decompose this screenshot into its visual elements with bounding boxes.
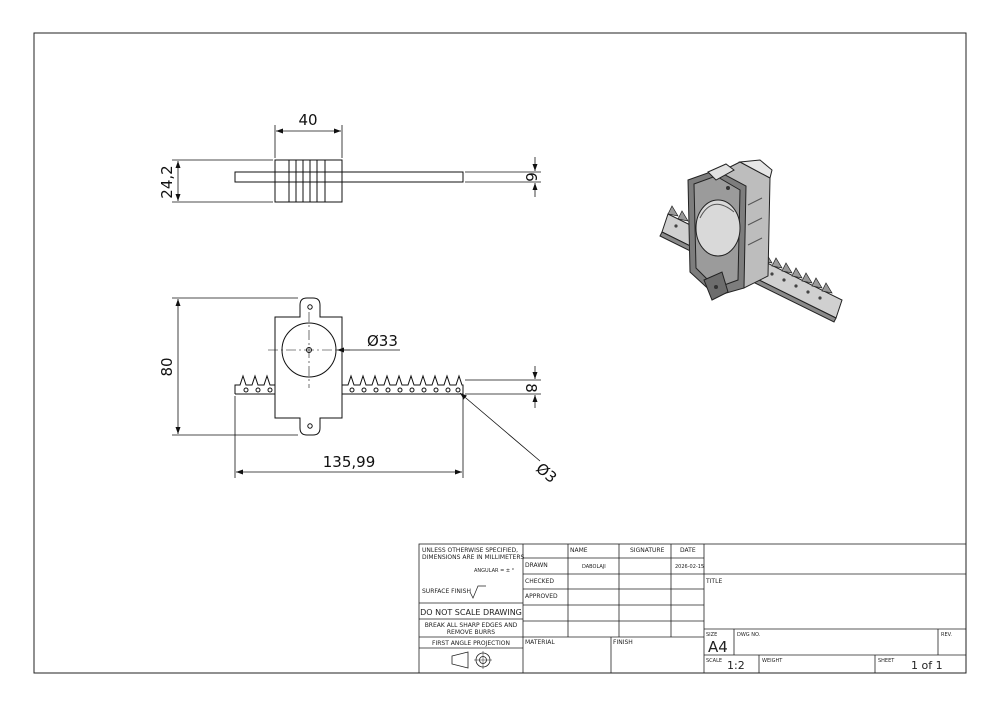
tb-break-edges-line1: BREAK ALL SHARP EDGES AND xyxy=(425,622,518,629)
tb-scale-value: 1:2 xyxy=(727,659,745,672)
isometric-view xyxy=(659,159,843,323)
tb-sheet-label: SHEET xyxy=(878,658,895,664)
front-view xyxy=(234,297,464,436)
tb-row-checked: CHECKED xyxy=(525,578,554,585)
tb-material: MATERIAL xyxy=(525,639,555,646)
dimension-height-top xyxy=(172,159,273,203)
dim-rack-height-label: 8 xyxy=(522,383,540,393)
title-block-text: UNLESS OTHERWISE SPECIFIED, DIMENSIONS A… xyxy=(420,547,952,672)
tb-row-approved: APPROVED xyxy=(525,593,558,600)
surface-finish-symbol xyxy=(469,585,486,599)
tb-note-line1: UNLESS OTHERWISE SPECIFIED, xyxy=(422,547,518,554)
dimension-rack-thickness xyxy=(465,157,541,197)
housing-front-outline xyxy=(274,297,343,436)
tb-col-signature: SIGNATURE xyxy=(630,547,665,554)
tb-projection: FIRST ANGLE PROJECTION xyxy=(432,640,510,647)
dim-height-front-label: 80 xyxy=(158,357,176,376)
dim-rack-thickness-label: 6 xyxy=(522,172,540,182)
tb-size-value: A4 xyxy=(708,638,728,656)
dimension-rack-length xyxy=(234,396,464,478)
tb-col-name: NAME xyxy=(570,547,588,554)
rack-top-outline xyxy=(234,171,464,183)
tb-surface-finish: SURFACE FINISH xyxy=(422,588,471,595)
tb-drawn-date: 2026-02-15 xyxy=(675,564,704,570)
dimension-rack-height xyxy=(465,366,541,408)
tb-sheet-value: 1 of 1 xyxy=(911,659,943,672)
tb-row-drawn: DRAWN xyxy=(525,562,548,569)
tb-break-edges-line2: REMOVE BURRS xyxy=(447,629,495,636)
tb-col-date: DATE xyxy=(680,547,696,554)
projection-symbol xyxy=(451,651,492,669)
title-block xyxy=(418,543,967,674)
dim-rack-length-label: 135,99 xyxy=(323,453,376,471)
tb-do-not-scale: DO NOT SCALE DRAWING xyxy=(420,608,522,617)
tb-note-line2: DIMENSIONS ARE IN MILLIMETERS xyxy=(422,554,524,561)
dimension-width-top xyxy=(274,125,343,158)
tb-title-label: TITLE xyxy=(705,578,722,585)
tb-scale-label: SCALE xyxy=(706,658,722,664)
top-view xyxy=(234,159,464,203)
tb-weight-label: WEIGHT xyxy=(762,658,783,664)
tb-rev-label: REV. xyxy=(941,632,952,638)
tb-angular: ANGULAR = ± ° xyxy=(474,568,515,574)
dim-width-top-label: 40 xyxy=(298,111,317,129)
dim-hole-diameter-label: Ø3 xyxy=(532,459,560,487)
tb-size-label: SIZE xyxy=(706,632,717,638)
housing-top-outline xyxy=(274,159,343,203)
rack-holes xyxy=(243,387,461,393)
tb-finish: FINISH xyxy=(613,639,633,646)
sheet-border xyxy=(33,32,967,674)
dim-height-top-label: 24,2 xyxy=(158,165,176,198)
dimension-hole-diameter xyxy=(459,392,541,462)
dim-circle-diameter-label: Ø33 xyxy=(367,332,398,350)
rack-front-outline xyxy=(234,374,275,394)
tb-drawn-name: DABOLAJI xyxy=(582,564,606,570)
tb-dwg-no-label: DWG NO. xyxy=(737,632,761,638)
